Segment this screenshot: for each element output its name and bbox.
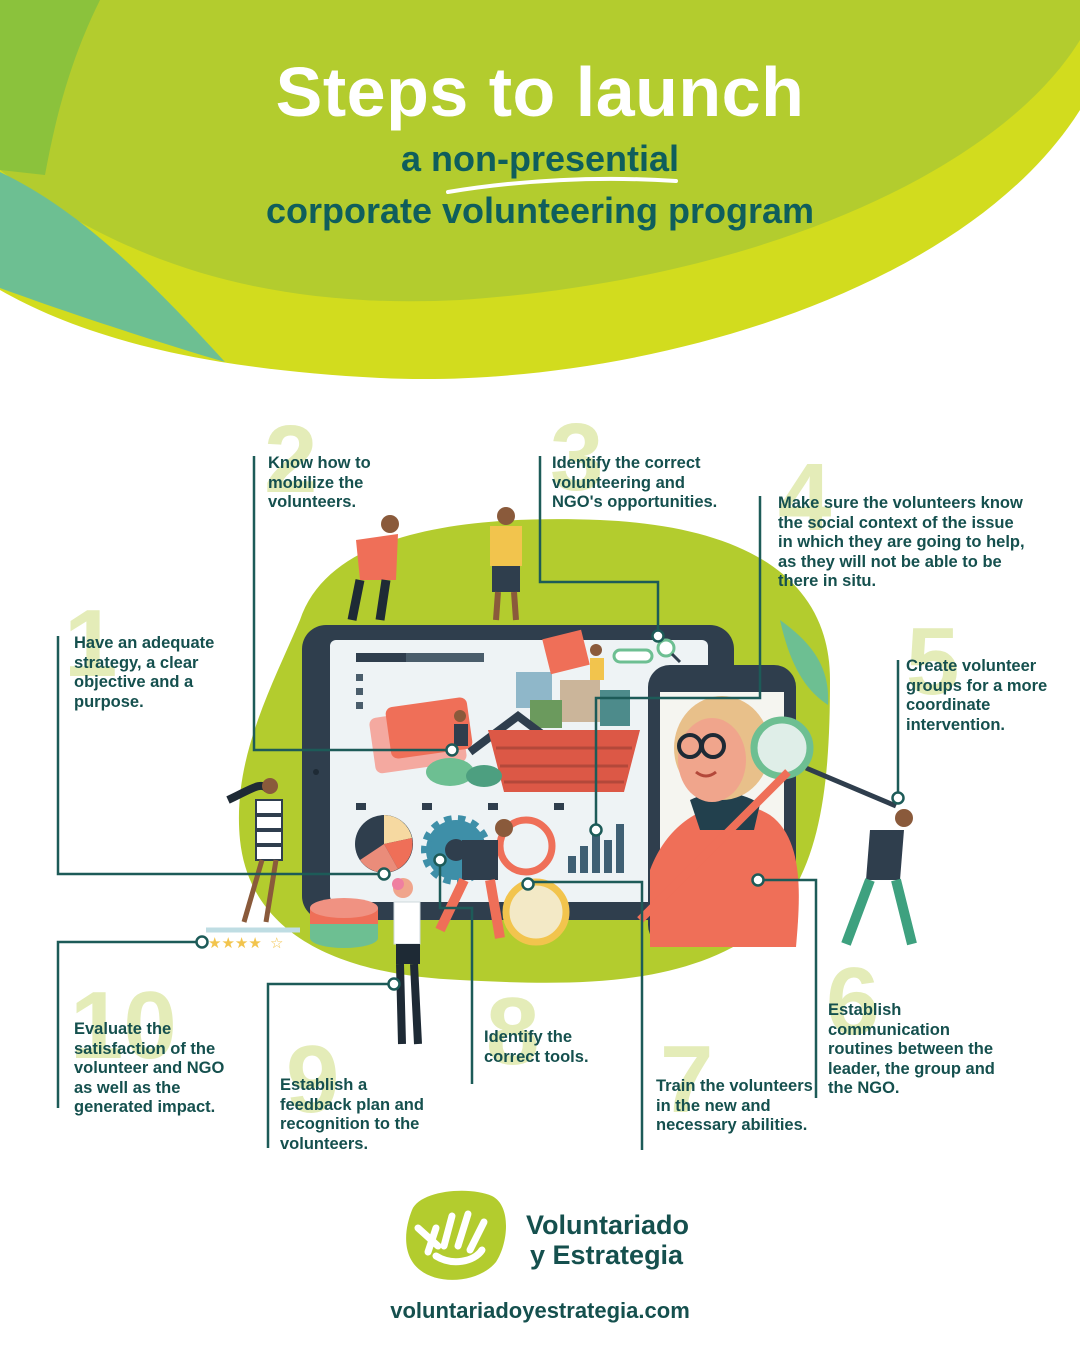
step-3-text: Identify the correct volunteering and NG… <box>552 454 718 511</box>
bar-chart-icon <box>568 824 624 873</box>
page-subtitle-line1: a non-presential <box>400 138 680 179</box>
header-lime-wave <box>0 0 1080 302</box>
person-gear-man <box>435 819 513 939</box>
step-10-number: 10 <box>70 972 177 1079</box>
person-top-left <box>347 515 399 621</box>
star-rating-icon: ★★★★ ☆ <box>208 934 283 952</box>
person-left-woman <box>226 778 283 923</box>
brand-name-line1: Voluntariado <box>526 1210 690 1240</box>
step-5-number: 5 <box>906 608 960 715</box>
red-ring <box>496 816 556 876</box>
step-4-text: Make sure the volunteers know the social… <box>778 494 1025 590</box>
step-9-text: Establish a feedback plan and recognitio… <box>280 1076 424 1153</box>
volunteer-hand-logo-icon <box>406 1190 506 1280</box>
page-subtitle-line2: corporate volunteering program <box>265 190 815 231</box>
header-teal-wedge <box>0 172 225 362</box>
step-1-number: 1 <box>64 590 118 697</box>
step-3-number: 3 <box>550 404 604 511</box>
svg-text:★★★★: ★★★★ <box>208 934 262 952</box>
person-small-basket <box>454 644 604 746</box>
pointer-stick <box>637 769 791 923</box>
header-green-corner <box>0 0 100 175</box>
pie-chart-icon <box>355 815 413 873</box>
svg-text:☆: ☆ <box>270 934 283 952</box>
website-link[interactable]: voluntariadoyestrategia.com <box>390 1298 690 1323</box>
step-10-text: Evaluate the satisfaction of the volunte… <box>74 1020 225 1116</box>
blob-teal-accent <box>780 620 829 705</box>
yellow-coin <box>502 878 570 946</box>
basket-icon <box>426 629 640 792</box>
connector-dots <box>195 629 905 991</box>
step-5-text: Create volunteer groups for a more coord… <box>906 657 1048 734</box>
step-7-text: Train the volunteers in the new and nece… <box>656 1077 813 1134</box>
connector-lines <box>56 456 900 1150</box>
step-6-text: Establish communication routines between… <box>828 1001 995 1097</box>
step-7-number: 7 <box>660 1026 714 1133</box>
brush-underline <box>446 176 678 194</box>
person-bottom-woman <box>392 878 422 1045</box>
person-right-man <box>841 809 917 946</box>
step-8-text: Identify the correct tools. <box>484 1028 589 1066</box>
step-2-number: 2 <box>264 406 318 513</box>
step-4-number: 4 <box>778 444 832 551</box>
step-2-text: Know how to mobilize the volunteers. <box>268 454 371 511</box>
person-top-center <box>490 507 522 621</box>
step-6-number: 6 <box>826 948 880 1055</box>
step-9-number: 9 <box>286 1026 340 1133</box>
page-title: Steps to launch <box>275 53 805 131</box>
phone-device <box>648 665 799 947</box>
brand-name-line2: y Estrategia <box>530 1240 684 1270</box>
step-1-text: Have an adequate strategy, a clear objec… <box>74 634 215 711</box>
step-8-number: 8 <box>486 978 540 1085</box>
search-pill-icon <box>612 638 682 664</box>
podium <box>310 898 378 948</box>
